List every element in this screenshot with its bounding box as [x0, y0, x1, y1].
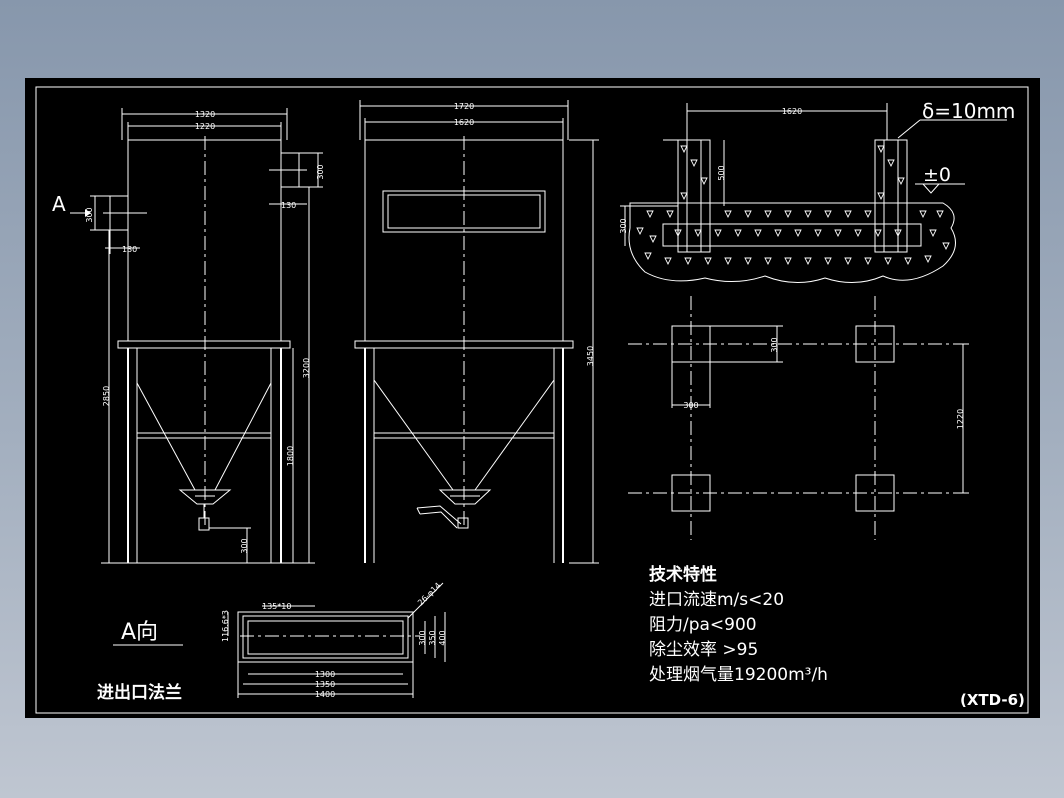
dim-slab-depth: 300 [619, 218, 628, 233]
spec-line: 阻力/pa<900 [649, 615, 757, 635]
dim-hole-spec: 26-φ14 [416, 581, 443, 608]
drawing-code: (XTD-6) [960, 691, 1025, 709]
dim-inner-width: 1220 [195, 122, 215, 131]
dim-inner-h: 300 [418, 630, 427, 645]
anchor-pad [855, 325, 895, 363]
dim-pad-spacing: 1220 [956, 409, 965, 429]
plate-thickness-label: δ=10mm [922, 99, 1015, 123]
dim-inlet-offset: 130 [122, 245, 137, 254]
border-frame [35, 86, 1029, 714]
dim-side-outer-width: 1720 [454, 102, 474, 111]
ground-level-label: ±0 [923, 164, 951, 186]
dim-bolt-len: 1350 [315, 680, 335, 689]
dim-leg-height: 2850 [102, 386, 111, 406]
dim-foundation-span: 1620 [782, 107, 802, 116]
flange-view-title: A向 [121, 620, 158, 645]
foundation-section: 1620 δ=10mm ±0 500 300 [619, 99, 1015, 283]
dim-outer-h: 400 [438, 630, 447, 645]
spec-line: 进口流速m/s<20 [649, 590, 784, 610]
dim-outlet-offset: 130 [281, 201, 296, 210]
dim-hopper-height: 1800 [286, 446, 295, 466]
front-view: 1320 1220 300 130 300 130 [52, 108, 325, 564]
anchor-plan: 300 300 1220 [628, 296, 969, 540]
dim-pad-size-h: 300 [683, 401, 698, 410]
side-view: 1720 1620 3450 [354, 100, 599, 564]
dim-bottom-outlet: 300 [240, 538, 249, 553]
drawing-sheet: 1320 1220 300 130 300 130 [25, 78, 1040, 718]
cad-drawing: 1320 1220 300 130 300 130 [35, 86, 1029, 714]
dim-bolt-pitch: 135*10 [262, 602, 291, 611]
dim-outlet-height: 300 [316, 164, 325, 179]
anchor-pad [855, 474, 895, 512]
spec-line: 处理烟气量19200m³/h [649, 665, 828, 685]
dim-outer-width: 1320 [195, 110, 215, 119]
flange-view: A向 进出口法兰 135*10 116.6*3 26-φ14 1300 1350… [97, 581, 447, 703]
anchor-pad [671, 325, 711, 363]
dim-outer-len: 1400 [315, 690, 335, 699]
flange-caption: 进出口法兰 [97, 682, 182, 703]
spec-line: 除尘效率 >95 [649, 640, 758, 660]
view-marker-a: A [52, 192, 66, 216]
dim-pad-size-v: 300 [770, 337, 779, 352]
dim-bolt-h: 350 [428, 630, 437, 645]
specs-title: 技术特性 [649, 564, 717, 585]
dim-side-pitch: 116.6*3 [221, 610, 230, 642]
dim-inner-len: 1300 [315, 670, 335, 679]
dim-side-inner-width: 1620 [454, 118, 474, 127]
dim-inlet-height: 300 [85, 207, 94, 222]
dim-embed-depth: 500 [717, 165, 726, 180]
tech-specs: 技术特性 进口流速m/s<20 阻力/pa<900 除尘效率 >95 处理烟气量… [649, 564, 828, 685]
dim-side-total-height: 3450 [586, 346, 595, 366]
concrete-hatch [636, 145, 950, 266]
dim-total-height: 3200 [302, 358, 311, 378]
anchor-pad [671, 474, 711, 512]
